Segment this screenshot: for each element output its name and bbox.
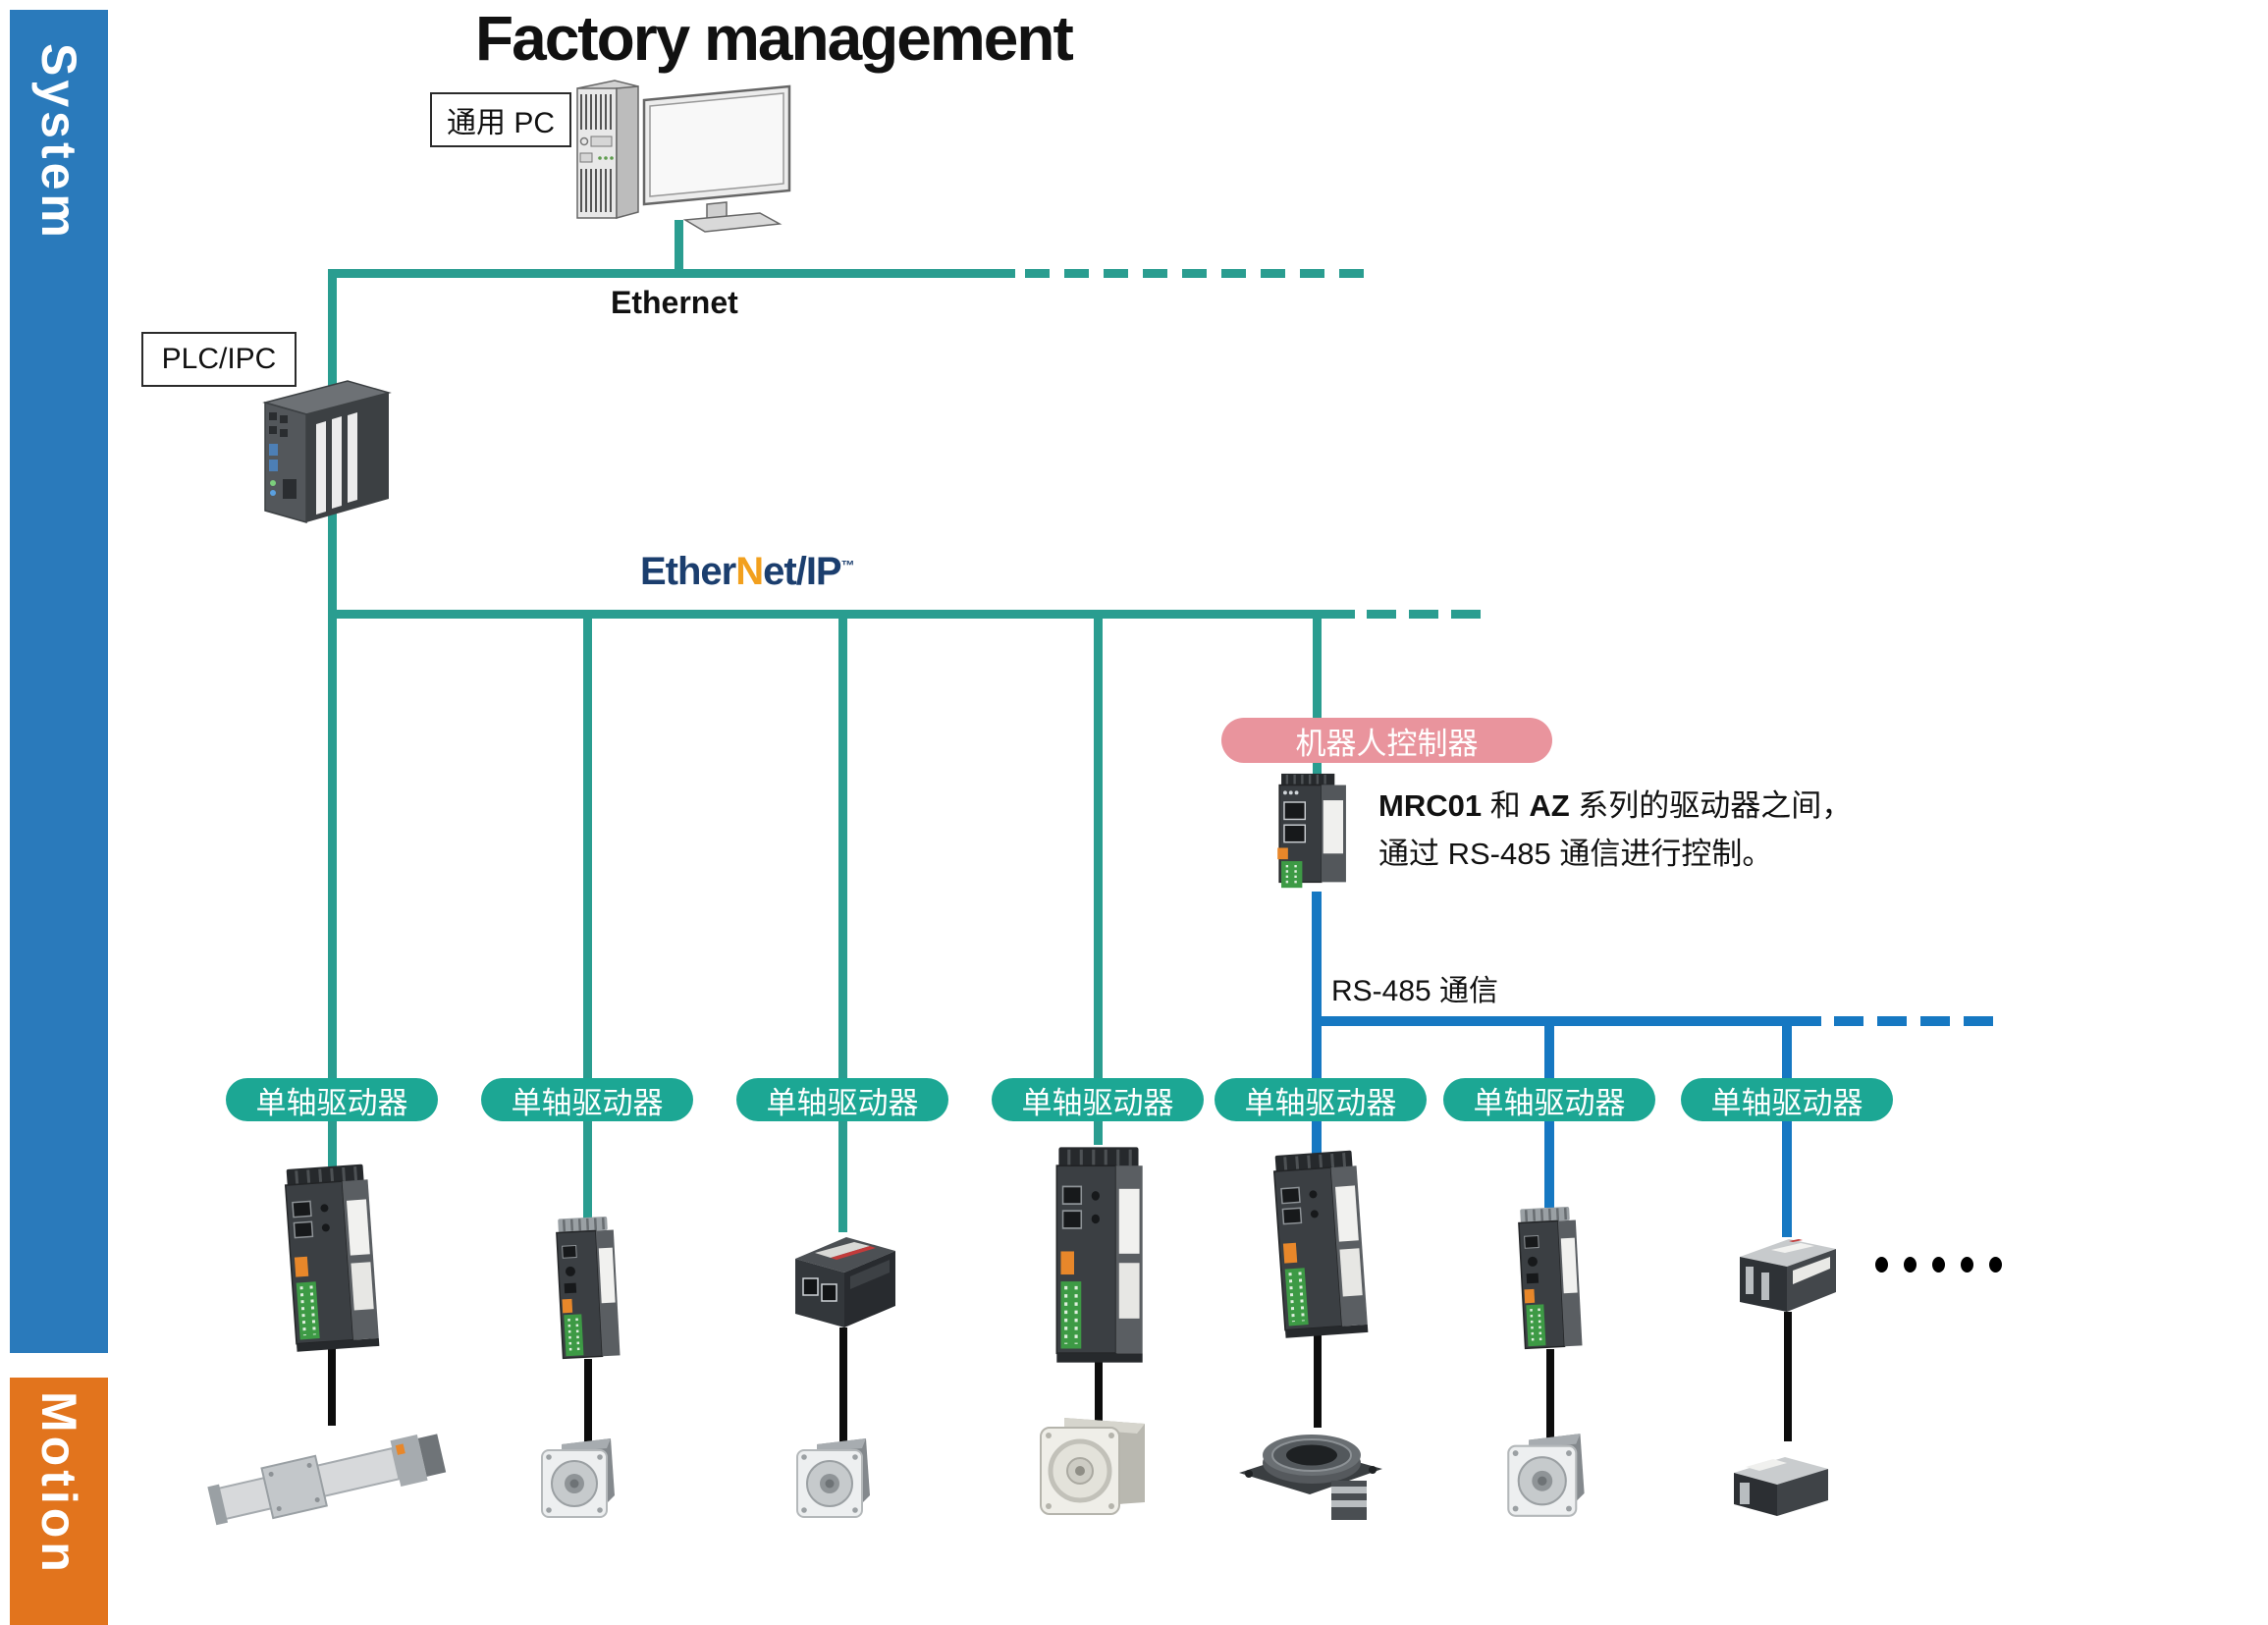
ethernetip-logo-suffix: et/IP bbox=[763, 550, 841, 593]
motion-rail: Motion bbox=[10, 1378, 108, 1625]
driver3-drop-line bbox=[838, 619, 847, 1232]
ethernet-label: Ethernet bbox=[611, 285, 738, 320]
motor-2-stepper-motor bbox=[541, 1437, 616, 1518]
note-mrc01: MRC01 bbox=[1378, 788, 1483, 823]
pc-label-box: 通用 PC bbox=[430, 92, 571, 147]
mrc01-device bbox=[1275, 772, 1348, 890]
ethernetip-logo-prefix: Ether bbox=[640, 550, 736, 593]
ethernetip-bus-line bbox=[328, 610, 1355, 619]
ethernetip-logo-trademark: ™ bbox=[840, 557, 855, 573]
driver-badge-5: 单轴驱动器 bbox=[1215, 1078, 1427, 1121]
motor-4-motor bbox=[1035, 1412, 1155, 1522]
motor6-cable bbox=[1546, 1349, 1554, 1439]
driver-5-device bbox=[1271, 1148, 1370, 1340]
continuation-dots-icon bbox=[1875, 1257, 2002, 1273]
motor3-cable bbox=[839, 1327, 847, 1445]
motor4-cable bbox=[1095, 1359, 1103, 1424]
motor-3-stepper-motor bbox=[796, 1437, 871, 1518]
rs485-bus-line bbox=[1312, 1016, 1821, 1026]
plc-illustration bbox=[264, 380, 390, 523]
driver-2-device bbox=[554, 1215, 621, 1360]
driver-7-device bbox=[1740, 1239, 1836, 1312]
driver-badge-1: 单轴驱动器 bbox=[226, 1078, 438, 1121]
note-and: 和 bbox=[1482, 788, 1530, 823]
motor2-cable bbox=[584, 1359, 592, 1447]
driver4-drop-line bbox=[1094, 619, 1103, 1145]
page-title: Factory management bbox=[475, 3, 1074, 74]
ethernetip-logo-n: N bbox=[735, 550, 764, 593]
rs485-label: RS-485 通信 bbox=[1331, 975, 1499, 1007]
driver-4-device bbox=[1054, 1145, 1145, 1365]
motor5-cable bbox=[1314, 1331, 1322, 1428]
motor-6-stepper-motor bbox=[1507, 1433, 1586, 1517]
driver-1-device bbox=[283, 1162, 381, 1354]
rs485-bus-line-dashed bbox=[1834, 1016, 1993, 1026]
driver-badge-3: 单轴驱动器 bbox=[736, 1078, 948, 1121]
ethernetip-bus-line-dashed bbox=[1367, 610, 1481, 619]
note-series: 系列的驱动器之间， bbox=[1569, 788, 1853, 823]
driver7-drop-line bbox=[1782, 1026, 1792, 1237]
driver-3-device bbox=[794, 1236, 896, 1328]
ethernet-bus-line bbox=[328, 269, 1015, 278]
ethernetip-logo: EtherNet/IP™ bbox=[640, 550, 855, 594]
driver-6-device bbox=[1516, 1205, 1584, 1350]
plc-trunk-line bbox=[328, 269, 337, 1166]
motor-7-compact-slide bbox=[1734, 1457, 1828, 1516]
driver-badge-6: 单轴驱动器 bbox=[1443, 1078, 1655, 1121]
robot-controller-note-line2: 通过 RS-485 通信进行控制。 bbox=[1378, 837, 1773, 871]
mrc01-drop-line bbox=[1313, 619, 1322, 776]
motor-1-linear-actuator bbox=[205, 1427, 449, 1533]
driver-badge-2: 单轴驱动器 bbox=[481, 1078, 693, 1121]
driver-badge-4: 单轴驱动器 bbox=[992, 1078, 1204, 1121]
robot-controller-note-line1: MRC01 和 AZ 系列的驱动器之间， bbox=[1378, 781, 1852, 825]
ethernet-bus-line-dashed bbox=[1025, 269, 1364, 278]
driver-badge-7: 单轴驱动器 bbox=[1681, 1078, 1893, 1121]
motion-rail-label: Motion bbox=[31, 1391, 86, 1576]
note-az: AZ bbox=[1529, 788, 1570, 823]
driver2-drop-line bbox=[583, 619, 592, 1219]
robot-controller-badge: 机器人控制器 bbox=[1221, 718, 1552, 763]
motor-5-hollow-rotary-actuator bbox=[1238, 1434, 1383, 1521]
motor7-cable bbox=[1784, 1312, 1792, 1441]
system-rail: System bbox=[10, 10, 108, 1353]
system-rail-label: System bbox=[31, 43, 86, 242]
pc-drop-line bbox=[675, 220, 683, 273]
plc-label-box: PLC/IPC bbox=[141, 332, 297, 387]
pc-illustration bbox=[575, 79, 791, 234]
motor1-cable bbox=[328, 1343, 336, 1426]
